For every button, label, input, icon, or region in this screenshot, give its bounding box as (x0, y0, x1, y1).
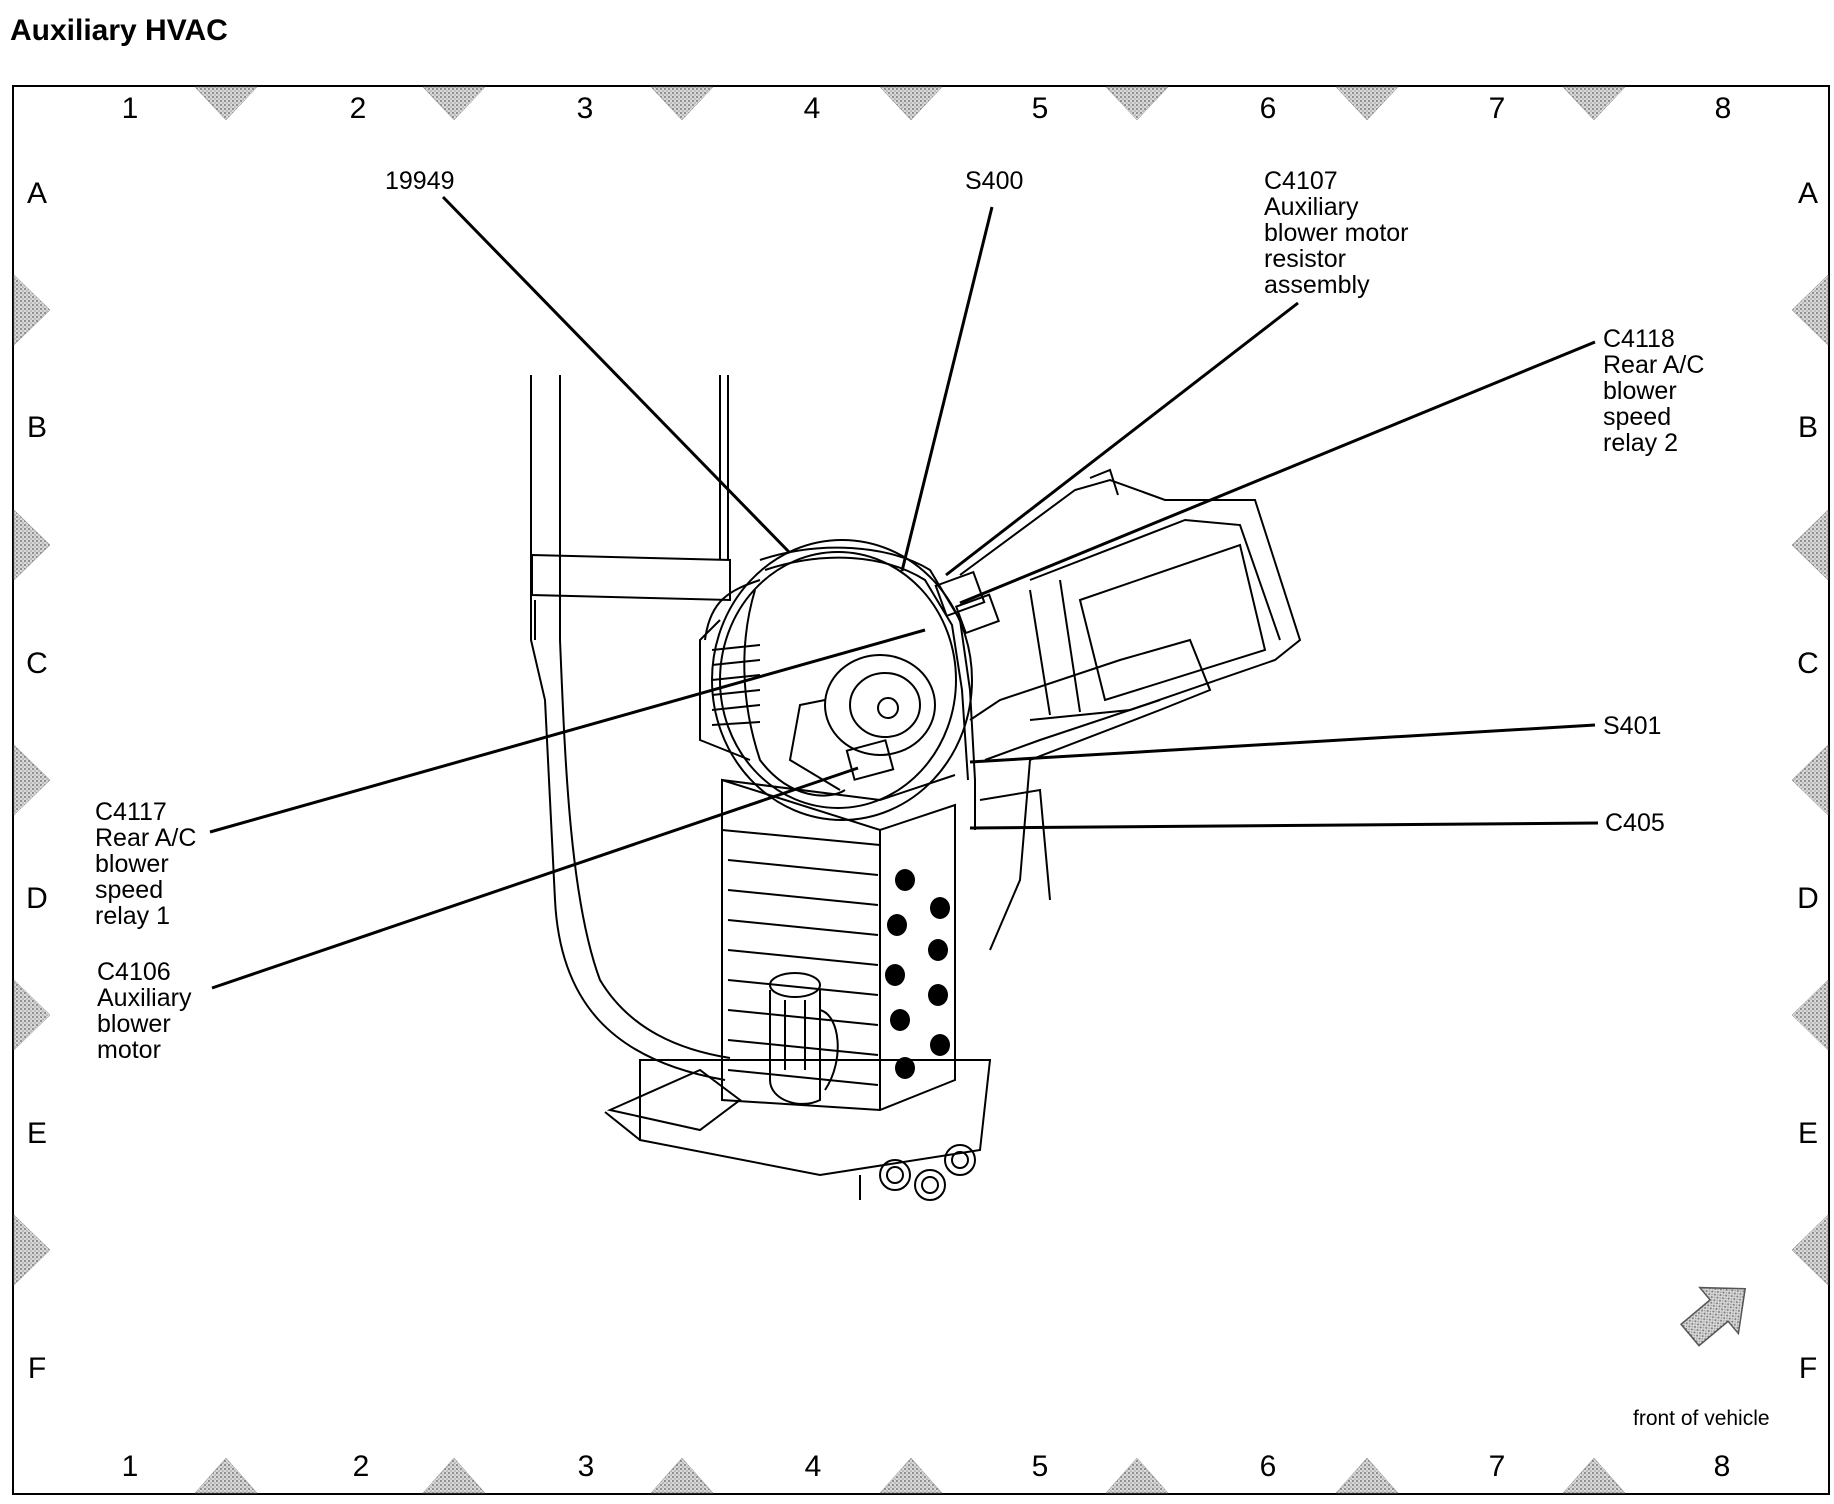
callout-c4117: C4117 Rear A/C blower speed relay 1 (95, 798, 203, 930)
callout-c4107: C4107 Auxiliary blower motor resistor as… (1264, 167, 1415, 299)
col-label-bottom-1: 1 (122, 1450, 139, 1483)
row-label-right-a: A (1798, 177, 1818, 210)
callout-19949: 19949 (385, 167, 455, 195)
grid-markers (13, 86, 1829, 1494)
page-title: Auxiliary HVAC (10, 14, 228, 47)
col-label-bottom-4: 4 (805, 1450, 822, 1483)
callout-s401: S401 (1603, 712, 1661, 740)
row-label-right-b: B (1798, 411, 1818, 444)
col-label-bottom-6: 6 (1260, 1450, 1277, 1483)
row-label-right-d: D (1797, 882, 1819, 915)
diagram-frame (12, 85, 1830, 1495)
col-label-bottom-5: 5 (1032, 1450, 1049, 1483)
callout-c4118: C4118 Rear A/C blower speed relay 2 (1603, 325, 1711, 457)
col-label-top-8: 8 (1715, 92, 1732, 125)
hvac-unit-illustration (530, 375, 1302, 1201)
col-label-top-1: 1 (122, 92, 139, 125)
front-of-vehicle-label: front of vehicle (1633, 1407, 1770, 1430)
col-label-bottom-7: 7 (1489, 1450, 1506, 1483)
col-label-bottom-2: 2 (353, 1450, 370, 1483)
col-label-bottom-8: 8 (1714, 1450, 1731, 1483)
row-label-right-f: F (1799, 1352, 1817, 1385)
col-label-top-3: 3 (577, 92, 594, 125)
row-label-left-d: D (26, 882, 48, 915)
row-label-right-e: E (1798, 1117, 1818, 1150)
row-label-left-a: A (27, 177, 47, 210)
col-label-top-6: 6 (1260, 92, 1277, 125)
col-label-top-5: 5 (1032, 92, 1049, 125)
row-label-left-f: F (28, 1352, 46, 1385)
row-label-left-c: C (26, 647, 48, 680)
row-label-left-b: B (27, 411, 47, 444)
row-label-left-e: E (27, 1117, 47, 1150)
callout-c405: C405 (1605, 809, 1665, 837)
row-label-right-c: C (1797, 647, 1819, 680)
callout-s400: S400 (965, 167, 1023, 195)
col-label-bottom-3: 3 (578, 1450, 595, 1483)
callout-c4106: C4106 Auxiliary blower motor (97, 958, 198, 1064)
col-label-top-4: 4 (804, 92, 821, 125)
front-of-vehicle-arrow-icon (1679, 1286, 1747, 1347)
col-label-top-2: 2 (350, 92, 367, 125)
leader-lines (209, 195, 1599, 990)
col-label-top-7: 7 (1489, 92, 1506, 125)
